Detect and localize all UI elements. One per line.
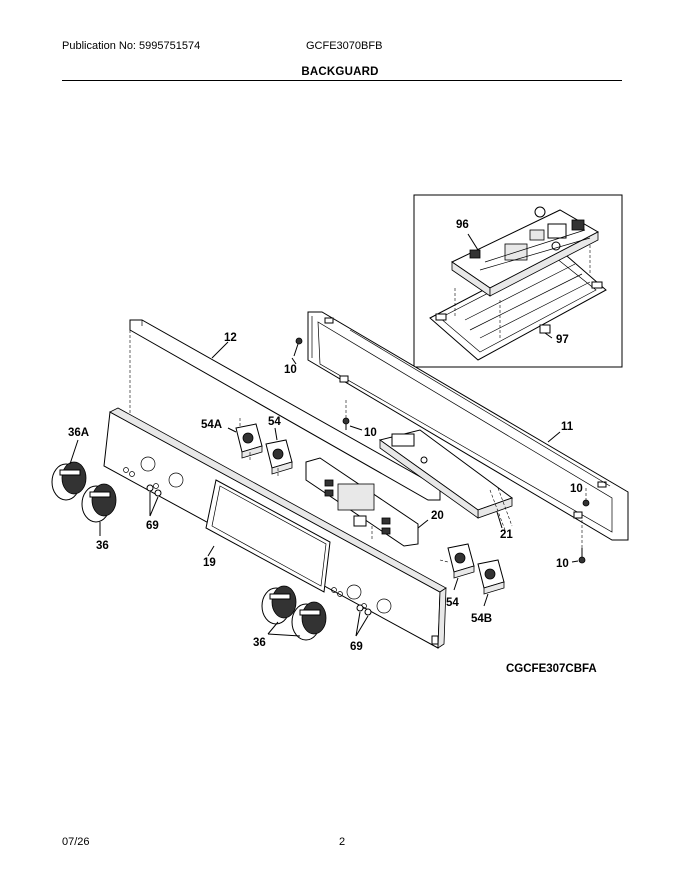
backguard-panel-illustration [129, 319, 441, 501]
callout-10-a: 10 [284, 364, 297, 376]
publication-number: Publication No: 5995751574 [62, 40, 201, 52]
display-board-illustration [305, 457, 419, 547]
leader-54-top [274, 427, 278, 441]
callout-54-top: 54 [268, 416, 281, 428]
leader-11 [547, 431, 561, 443]
switch-54b-illustration [477, 559, 505, 595]
leader-54b [483, 593, 489, 607]
footer-date: 07/26 [62, 836, 90, 848]
callout-12: 12 [224, 332, 237, 344]
leader-97 [544, 332, 553, 339]
callout-20: 20 [431, 510, 444, 522]
header-rule [62, 80, 622, 81]
page-title: BACKGUARD [301, 66, 379, 78]
display-support-illustration [378, 429, 514, 531]
control-panel-illustration [103, 407, 447, 649]
knob-36-left-illustration [81, 483, 117, 523]
switch-54-top-illustration [265, 439, 293, 476]
control-bracket-illustration [429, 240, 607, 361]
leader-36-bottom-b [267, 633, 301, 637]
screw-10-a [293, 337, 303, 357]
rear-frame-illustration [307, 311, 629, 541]
inset-box [413, 194, 623, 368]
callout-36a: 36A [68, 427, 89, 439]
leader-69-bottom-b [355, 615, 369, 637]
leader-12 [211, 341, 229, 359]
leader-36a [69, 439, 79, 465]
clips-69-bottom-illustration [356, 604, 372, 616]
leader-36-bottom-a [267, 621, 279, 635]
switch-54a-illustration [235, 423, 263, 460]
leader-10-a [291, 357, 297, 365]
page-number: 2 [339, 836, 346, 848]
control-board-illustration [451, 206, 600, 297]
callout-54b: 54B [471, 613, 492, 625]
leader-20 [417, 519, 429, 529]
callout-54a: 54A [201, 419, 222, 431]
leader-96 [467, 233, 479, 251]
callout-69-bottom: 69 [350, 641, 363, 653]
callout-36-left: 36 [96, 540, 109, 552]
model-number: GCFE3070BFB [306, 40, 383, 52]
callout-10-c: 10 [570, 483, 583, 495]
clips-69-left-illustration [146, 484, 162, 497]
callout-36-bottom: 36 [253, 637, 266, 649]
screw-10-c [582, 488, 590, 507]
callout-21: 21 [500, 529, 513, 541]
knob-36-bottom-a-illustration [261, 585, 297, 625]
callout-69-left: 69 [146, 520, 159, 532]
leader-54-bottom [453, 577, 459, 591]
leader-19 [207, 545, 215, 557]
screw-10-d [578, 520, 586, 564]
callout-97: 97 [556, 334, 569, 346]
callout-19: 19 [203, 557, 216, 569]
knob-36-bottom-b-illustration [291, 601, 327, 641]
switch-54-bottom-illustration [439, 543, 475, 579]
leader-21 [496, 511, 503, 529]
callout-10-b: 10 [364, 427, 377, 439]
leader-54a [227, 427, 237, 433]
callout-11: 11 [561, 421, 574, 433]
knob-36a-illustration [51, 461, 87, 501]
screw-10-b [342, 400, 350, 430]
callout-10-d: 10 [556, 558, 569, 570]
drawing-code: CGCFE307CBFA [506, 663, 597, 675]
leader-10-d [571, 560, 579, 563]
leader-69-left-b [149, 496, 159, 517]
callout-54-bottom: 54 [446, 597, 459, 609]
leader-69-bottom-a [355, 611, 361, 637]
leader-10-b [349, 425, 363, 431]
callout-96: 96 [456, 219, 469, 231]
